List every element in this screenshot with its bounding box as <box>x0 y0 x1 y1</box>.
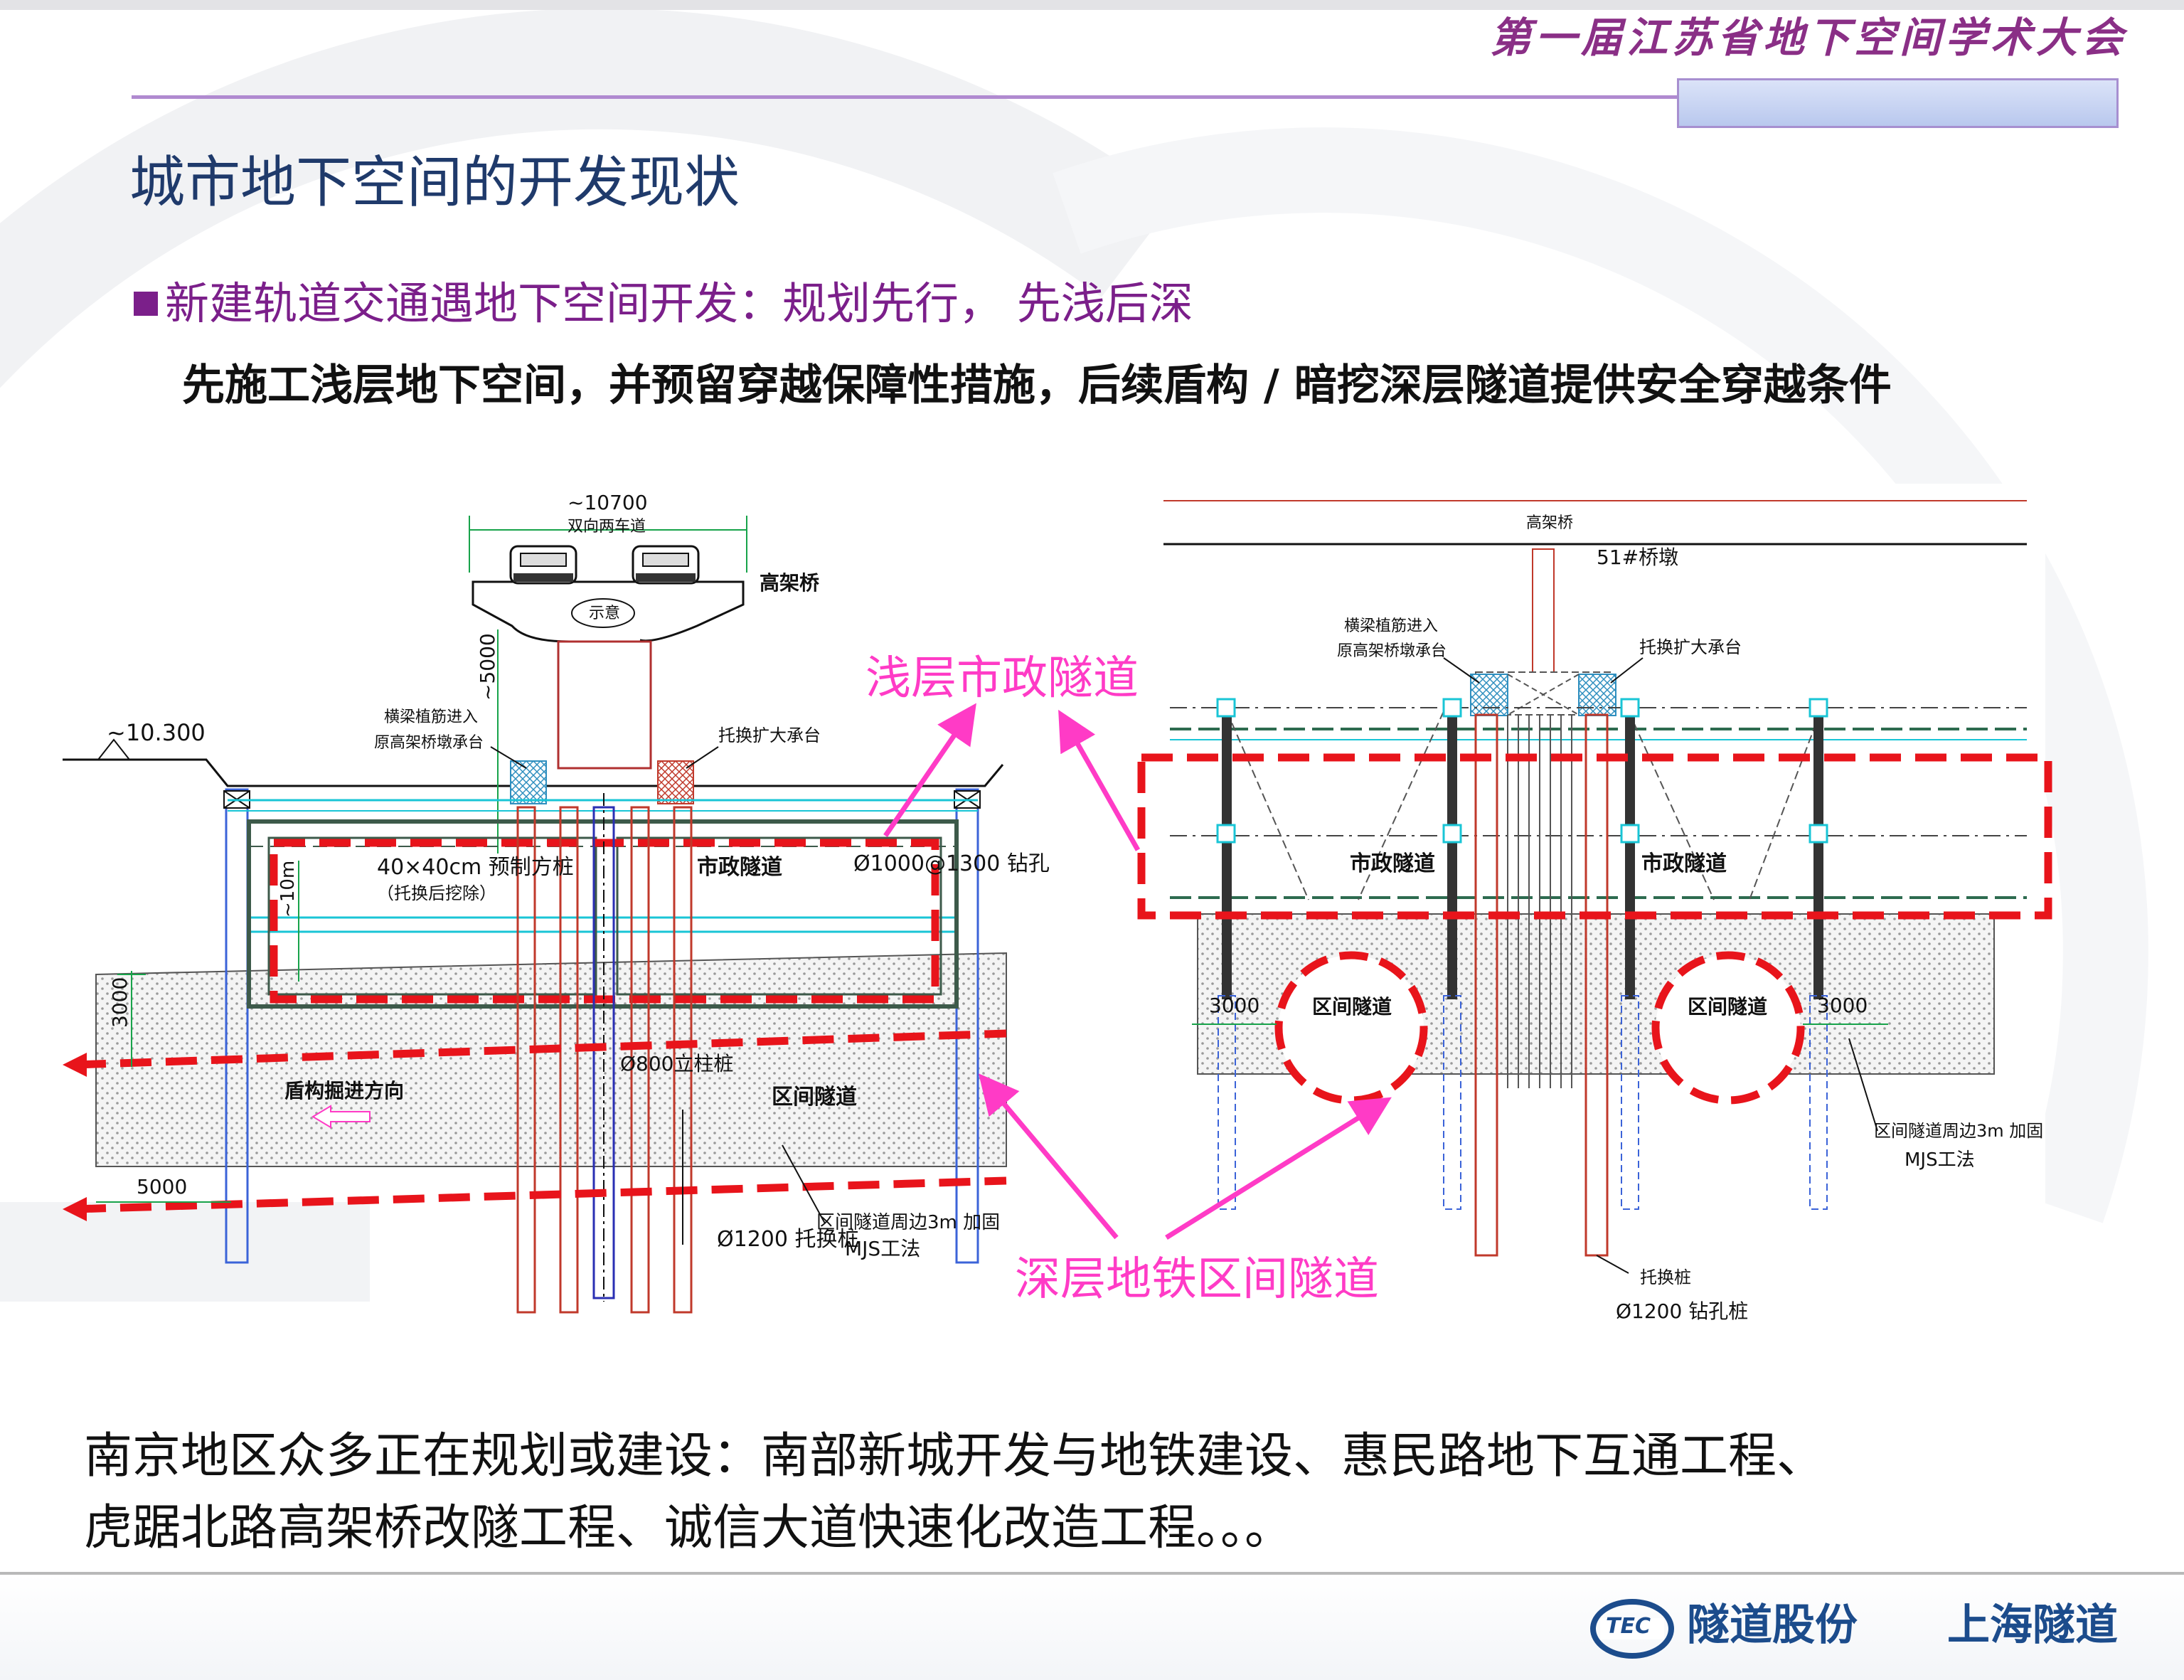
right-dim-right: 3000 <box>1817 994 1868 1017</box>
header-rule <box>132 95 2116 99</box>
section-tunnel-circle-left <box>1274 951 1428 1105</box>
cap-note: 托换扩大承台 <box>718 725 821 745</box>
bullet-heading: 新建轨道交通遇地下空间开发：规划先行， 先浅后深 <box>165 277 1193 329</box>
tec-logo-text: TEC <box>1606 1614 1651 1639</box>
right-bridge-label: 高架桥 <box>1526 514 1574 532</box>
lanes-label: 双向两车道 <box>568 518 646 536</box>
pile-cap-left <box>510 760 547 804</box>
mjs-note-1: 区间隧道周边3m 加固 <box>816 1212 1001 1233</box>
bullet-square-icon <box>134 292 158 316</box>
deep-tunnel-line-lower <box>74 1176 1007 1213</box>
ground-line <box>63 758 1004 787</box>
car-icon-left <box>509 545 577 585</box>
underpinning-pile-note: Ø1200 托换桩 <box>717 1227 859 1252</box>
pier-label: 51#桥墩 <box>1597 546 1679 569</box>
right-underpin-note-1: 托换桩 <box>1640 1267 1691 1287</box>
bridge-label: 高架桥 <box>760 571 820 595</box>
conference-title: 第一届江苏省地下空间学术大会 <box>1489 14 2127 62</box>
right-section-tunnel-left: 区间隧道 <box>1312 995 1392 1019</box>
diaphragm-wall-right <box>955 788 979 1264</box>
precast-pile-note-2: （托换后挖除） <box>377 883 496 903</box>
mjs-note-2: MJS工法 <box>845 1237 921 1260</box>
bottom-text-line-2: 虎踞北路高架桥改隧工程、诚信大道快速化改造工程。。。 <box>84 1500 1294 1556</box>
deep-tunnel-line-upper <box>74 1029 1007 1069</box>
header-accent-bar <box>1677 78 2119 128</box>
right-cap-note: 托换扩大承台 <box>1639 637 1742 657</box>
right-beam-note-2: 原高架桥墩承台 <box>1337 642 1447 660</box>
shallow-tunnel-highlight-right <box>1137 753 2052 920</box>
bore-pile-note: Ø1000@1300 钻孔 <box>853 851 1050 876</box>
column-pile-note: Ø800立柱桩 <box>620 1052 734 1075</box>
section-tunnel-circle-right <box>1651 951 1805 1105</box>
right-mjs-note-2: MJS工法 <box>1905 1149 1975 1171</box>
car-icon-right <box>632 545 700 585</box>
right-mjs-note-1: 区间隧道周边3m 加固 <box>1874 1121 2044 1141</box>
dim-5000: 5000 <box>137 1175 188 1198</box>
beam-note-2: 原高架桥墩承台 <box>374 734 484 752</box>
bridge-pier <box>557 640 652 770</box>
right-municipal-tunnel-left: 市政隧道 <box>1350 851 1435 876</box>
diaphragm-wall-left <box>225 788 249 1264</box>
right-dim-left: 3000 <box>1209 994 1260 1017</box>
right-municipal-tunnel-right: 市政隧道 <box>1641 851 1727 876</box>
tec-logo-icon <box>1590 1599 1674 1659</box>
shield-direction-arrow-icon <box>311 1105 371 1129</box>
bottom-text-line-1: 南京地区众多正在规划或建设：南部新城开发与地铁建设、惠民路地下互通工程、 <box>84 1428 1826 1484</box>
shallow-tunnel-callout: 浅层市政隧道 <box>863 654 1141 703</box>
right-underpin-note-2: Ø1200 钻孔桩 <box>1616 1299 1749 1323</box>
bullet-subtext: 先施工浅层地下空间，并预留穿越保障性措施，后续盾构 / 暗挖深层隧道提供安全穿越… <box>182 361 1892 410</box>
illustration-note: 示意 <box>589 605 621 622</box>
footer-band <box>0 1575 2184 1680</box>
top-gray-bar <box>0 0 2184 10</box>
company-name-2: 上海隧道 <box>1947 1600 2118 1650</box>
shield-direction-label: 盾构掘进方向 <box>284 1079 405 1102</box>
municipal-tunnel-label: 市政隧道 <box>697 855 782 880</box>
right-beam-note-1: 横梁植筋进入 <box>1344 617 1439 635</box>
footer-rule <box>0 1572 2184 1575</box>
company-name-1: 隧道股份 <box>1687 1600 1858 1650</box>
elevation-label: ~10.300 <box>107 719 206 746</box>
deep-tunnel-callout: 深层地铁区间隧道 <box>1012 1255 1382 1304</box>
page-title: 城市地下空间的开发现状 <box>129 151 740 215</box>
pier-51 <box>1532 548 1555 678</box>
section-tunnel-label: 区间隧道 <box>772 1085 857 1110</box>
width-dimension: ~10700 <box>568 491 648 514</box>
municipal-tunnel-box <box>247 819 959 1009</box>
right-section-tunnel-right: 区间隧道 <box>1688 995 1768 1019</box>
precast-pile-note: 40×40cm 预制方桩 <box>377 855 574 880</box>
beam-note-1: 横梁植筋进入 <box>384 708 479 726</box>
